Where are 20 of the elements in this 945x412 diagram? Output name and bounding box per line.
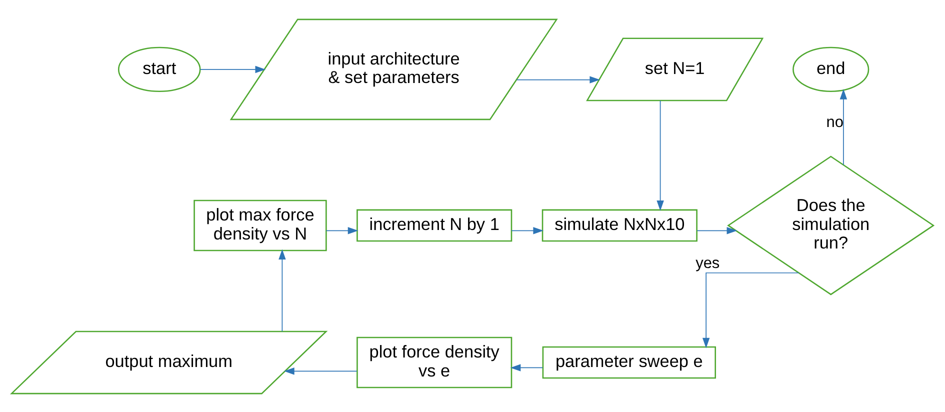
node-box: plot max force density vs N	[194, 199, 327, 251]
arrow	[510, 364, 544, 371]
arrow	[326, 226, 358, 234]
node-box: plot force density vs e	[356, 336, 512, 388]
arrow	[284, 367, 358, 374]
edge-label: no	[826, 114, 844, 131]
edge-label: yes	[696, 254, 720, 272]
arrow	[511, 226, 544, 234]
arrow	[516, 76, 600, 83]
arrow	[840, 88, 848, 165]
node-box: increment N by 1	[356, 208, 512, 242]
node-ellipse: end	[792, 46, 870, 92]
node-box: simulate NxNx10	[542, 208, 698, 242]
arrow	[278, 248, 286, 332]
arrow	[696, 226, 738, 234]
node-box: parameter sweep e	[542, 346, 716, 378]
arrow	[702, 272, 800, 348]
arrow	[656, 100, 664, 210]
arrow	[200, 65, 266, 73]
node-ellipse: start	[118, 46, 201, 92]
